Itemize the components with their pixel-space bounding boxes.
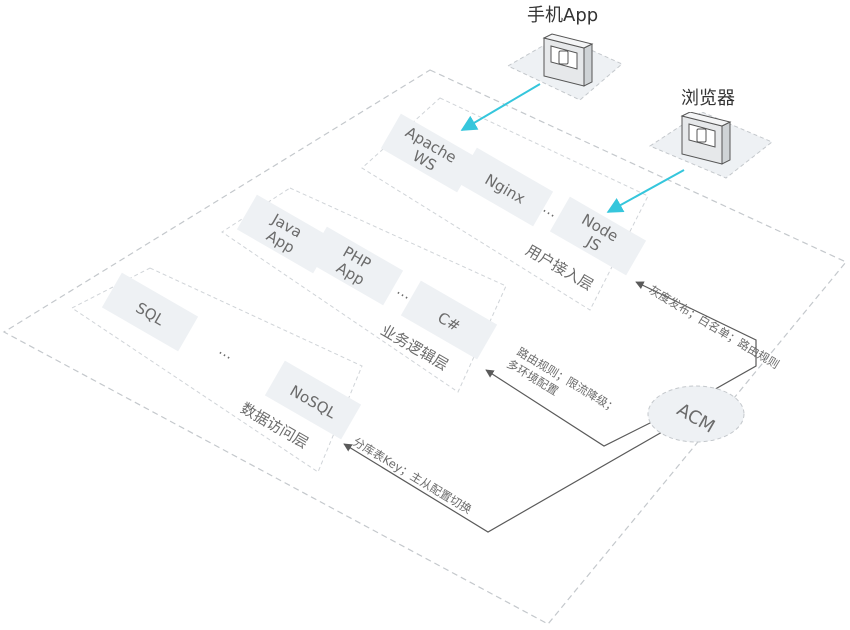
tile-java-app <box>236 194 334 274</box>
acm-node <box>647 385 745 443</box>
acm-to-access-line <box>635 281 757 401</box>
mobile-app-label: 手机App <box>520 3 606 29</box>
platform-outline <box>2 69 847 625</box>
browser-label: 浏览器 <box>674 86 742 112</box>
data-layer-tiles <box>101 272 362 440</box>
tile-nosql <box>264 360 362 440</box>
browser-kiosk-icon <box>680 111 732 165</box>
access-ellipsis: … <box>540 200 560 221</box>
tile-sql <box>101 272 199 352</box>
svg-text:…: … <box>216 342 236 363</box>
acm-to-logic-line <box>485 369 665 447</box>
svg-text:…: … <box>394 282 414 303</box>
tile-nodejs <box>549 196 647 276</box>
mobile-phone-icon <box>558 50 569 65</box>
browser-to-node-arrow <box>606 169 685 213</box>
access-layer-tiles <box>380 113 647 276</box>
access-config-caption: 灰度发布；白名单；路由规则 <box>646 283 781 372</box>
svg-text:灰度发布；白名单；路由规则: 灰度发布；白名单；路由规则 <box>646 283 781 372</box>
data-ellipsis: … <box>216 342 236 363</box>
tile-csharp <box>400 280 498 360</box>
tile-apache-ws <box>380 113 478 193</box>
svg-text:…: … <box>540 200 560 221</box>
data-config-caption: 分库表Key；主从配置切换 <box>350 435 474 517</box>
tile-nginx <box>456 147 554 227</box>
logic-ellipsis: … <box>394 282 414 303</box>
mobile-to-apache-arrow <box>460 83 541 131</box>
tile-php-app <box>306 226 404 306</box>
mobile-kiosk-icon <box>542 33 594 87</box>
acm-to-data-line <box>343 423 677 533</box>
svg-text:分库表Key；主从配置切换: 分库表Key；主从配置切换 <box>350 435 474 517</box>
logic-layer-tiles <box>236 194 498 360</box>
